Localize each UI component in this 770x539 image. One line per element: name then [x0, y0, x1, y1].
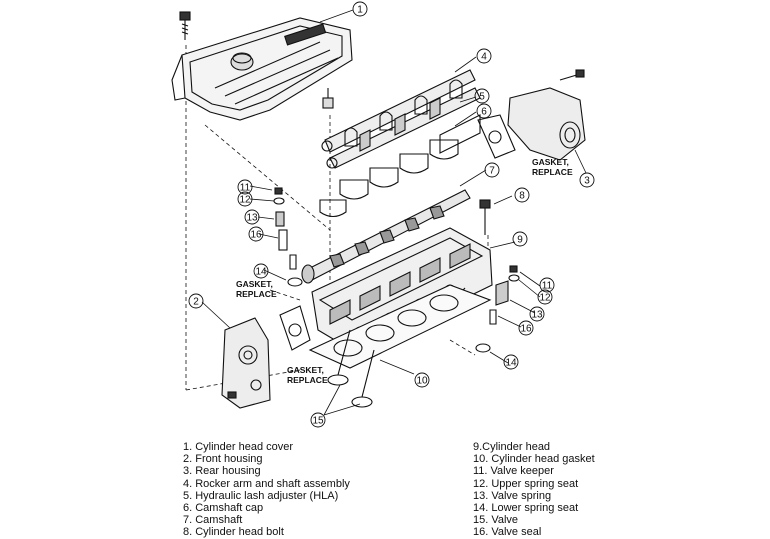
callout-3: 3 — [584, 176, 590, 187]
callout-1: 1 — [357, 5, 363, 16]
callout-10: 10 — [416, 376, 428, 387]
front-housing — [221, 317, 271, 409]
callout-16: 16 — [250, 230, 262, 241]
legend-item: 2. Front housing — [183, 453, 263, 466]
cover-bolt — [179, 11, 191, 40]
callout-8: 8 — [519, 191, 525, 202]
legend-item: 8. Cylinder head bolt — [183, 526, 284, 539]
callout-14: 14 — [255, 267, 267, 278]
valve-components-right — [475, 265, 520, 353]
callout-7: 7 — [489, 166, 495, 177]
cylinder-head-gasket — [308, 284, 492, 369]
rear-housing-gasket — [477, 114, 516, 159]
callout-15: 15 — [312, 416, 324, 427]
exploded-view-diagram: 1 2 3 4 5 6 7 8 9 10 11 12 13 14 15 16 1… — [171, 1, 595, 428]
legend-item: 16. Valve seal — [473, 526, 542, 539]
gasket-label-front-line1: GASKET, — [236, 279, 273, 289]
valves — [327, 329, 375, 408]
legend-item: 13. Valve spring — [473, 489, 552, 502]
cover-nut — [322, 88, 334, 109]
callout-numbers: 1 2 3 4 5 6 7 8 9 10 11 12 13 14 15 16 1… — [193, 5, 590, 427]
front-housing-gasket — [279, 305, 311, 351]
legend-item: 11. Valve keeper — [473, 465, 554, 478]
gasket-labels: GASKET, REPLACE GASKET, REPLACE GASKET, … — [236, 157, 573, 385]
callout-12-right: 12 — [539, 293, 551, 304]
gasket-label-rear-line2: REPLACE — [532, 167, 573, 177]
legend-item: 1. Cylinder head cover — [183, 441, 294, 453]
legend-item: 6. Camshaft cap — [183, 502, 264, 515]
gasket-label-head-line2: REPLACE — [287, 375, 328, 385]
legend-item: 14. Lower spring seat — [473, 502, 579, 515]
legend-item: 9.Cylinder head — [473, 441, 551, 453]
legend-right: 9.Cylinder head 10. Cylinder head gasket… — [473, 441, 595, 539]
callout-2: 2 — [193, 297, 199, 308]
callout-13-right: 13 — [531, 310, 543, 321]
gasket-label-rear-line1: GASKET, — [532, 157, 569, 167]
callout-14-right: 14 — [505, 358, 517, 369]
leader-lines — [201, 9, 587, 416]
legend-left: 1. Cylinder head cover 2. Front housing … — [183, 441, 350, 539]
callout-9: 9 — [517, 235, 523, 246]
rocker-arm-shaft-assembly — [321, 69, 481, 169]
callout-11-right: 11 — [542, 281, 553, 292]
legend-item: 15. Valve — [473, 514, 519, 527]
callout-12: 12 — [239, 195, 251, 206]
camshaft-caps — [319, 114, 481, 218]
callout-11: 11 — [240, 183, 251, 194]
legend-item: 7. Camshaft — [183, 514, 243, 527]
cylinder-head-bolt — [479, 199, 491, 235]
callout-6: 6 — [481, 107, 487, 118]
valve-components-left — [273, 187, 303, 287]
legend-item: 3. Rear housing — [183, 465, 261, 478]
legend-item: 12. Upper spring seat — [473, 477, 579, 490]
legend-item: 4. Rocker arm and shaft assembly — [183, 477, 350, 490]
rear-housing — [507, 69, 586, 161]
callout-circles — [188, 1, 595, 428]
callout-13: 13 — [246, 213, 258, 224]
cylinder-head-cover — [171, 17, 353, 121]
gasket-label-head-line1: GASKET, — [287, 365, 324, 375]
callout-5: 5 — [479, 92, 485, 103]
legend-item: 10. Cylinder head gasket — [473, 453, 595, 466]
legend-item: 5. Hydraulic lash adjuster (HLA) — [183, 489, 339, 502]
callout-16-right: 16 — [520, 324, 532, 335]
gasket-label-front-line2: REPLACE — [236, 289, 277, 299]
cylinder-head — [311, 227, 493, 353]
camshaft — [301, 189, 471, 284]
callout-4: 4 — [481, 52, 487, 63]
